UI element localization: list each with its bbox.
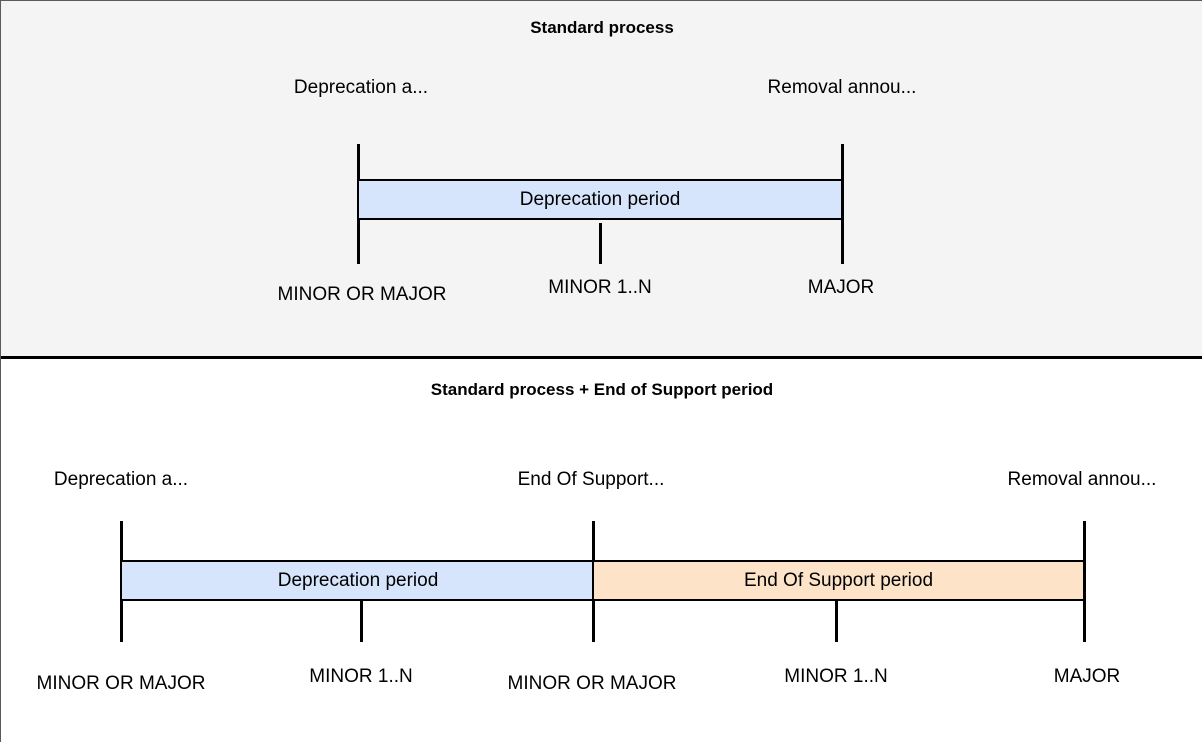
phase-label-minor-1n-2-p2: MINOR 1..N xyxy=(784,666,888,687)
phase-label-minor-or-major-1-p2: MINOR OR MAJOR xyxy=(36,673,206,694)
bar-end-of-support-period-p2: End Of Support period xyxy=(592,560,1085,601)
phase-label-minor-1n-1-p2: MINOR 1..N xyxy=(309,666,413,687)
milestone-label-end-of-support-p2: End Of Support... xyxy=(517,469,665,490)
bar-deprecation-period-p1: Deprecation period xyxy=(357,179,843,220)
phase-label-minor-or-major-p1: MINOR OR MAJOR xyxy=(277,284,447,305)
bar-deprecation-period-p2: Deprecation period xyxy=(120,560,596,601)
bar-end-of-support-period-p2-label: End Of Support period xyxy=(743,569,934,591)
bar-deprecation-period-p2-label: Deprecation period xyxy=(277,569,439,591)
milestone-label-deprecation-announced-p1: Deprecation a... xyxy=(293,77,429,98)
phase-label-major-p2: MAJOR xyxy=(1053,666,1121,687)
timeline-tick-middle-p1 xyxy=(599,223,602,264)
milestone-label-removal-announced-p1: Removal annou... xyxy=(767,77,917,98)
phase-label-major-p1: MAJOR xyxy=(807,277,875,298)
panel-standard-process-title: Standard process xyxy=(530,18,674,37)
milestone-label-deprecation-announced-p2: Deprecation a... xyxy=(53,469,189,490)
panel-standard-process-plus-eos-title: Standard process + End of Support period xyxy=(430,380,774,399)
panel-standard-process-plus-eos: Standard process + End of Support period… xyxy=(1,359,1202,743)
milestone-label-removal-announced-p2: Removal annou... xyxy=(1007,469,1157,490)
timeline-tick-minor-2-p2 xyxy=(835,600,838,642)
phase-label-minor-1n-p1: MINOR 1..N xyxy=(548,277,652,298)
timeline-tick-minor-1-p2 xyxy=(360,600,363,642)
panel-standard-process: Standard process Deprecation a... Remova… xyxy=(1,1,1202,359)
bar-deprecation-period-p1-label: Deprecation period xyxy=(519,188,681,210)
phase-label-minor-or-major-2-p2: MINOR OR MAJOR xyxy=(507,673,677,694)
